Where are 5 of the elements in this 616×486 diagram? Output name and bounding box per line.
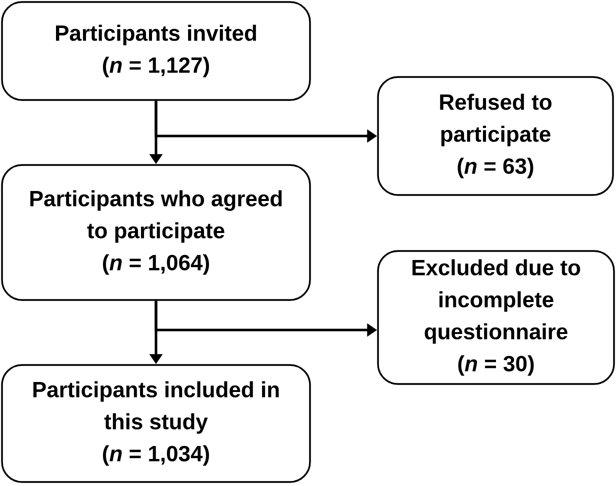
process-box: Participants who agreed to participate (n = 1,064) — [1, 164, 311, 301]
process-box: Participants included in this study (n = 1,034) — [1, 364, 311, 483]
process-box: Excluded due to incomplete questionnaire (n = 30) — [377, 250, 615, 385]
process-box: Participants invited (n = 1,127) — [1, 1, 311, 101]
process-box: Refused to participate (n = 63) — [377, 76, 614, 196]
